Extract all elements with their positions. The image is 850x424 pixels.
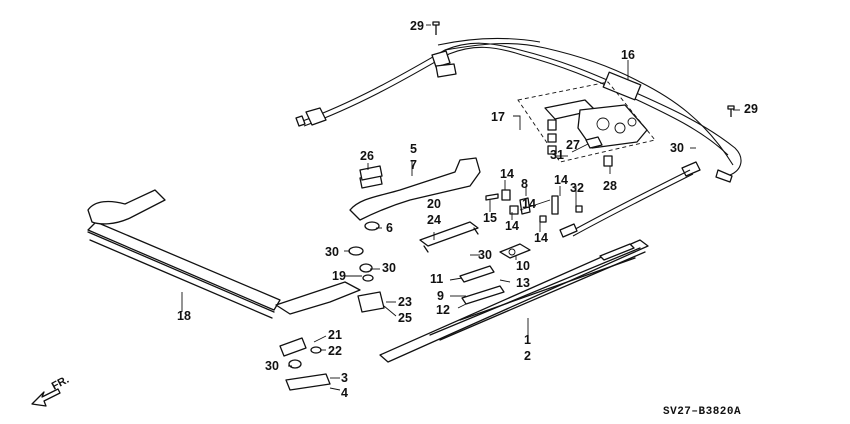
label-30d: 30 (382, 261, 396, 275)
slide-guide (419, 221, 479, 253)
label-14d: 14 (522, 197, 536, 211)
label-4: 4 (341, 386, 348, 400)
label-11: 11 (430, 272, 443, 286)
label-17: 17 (491, 110, 505, 124)
screws (432, 21, 735, 117)
label-30c: 30 (325, 245, 339, 259)
front-arrow-icon (31, 388, 61, 407)
label-31: 31 (550, 148, 564, 162)
bracket-26 (359, 165, 383, 181)
label-9: 9 (437, 289, 444, 303)
label-14e: 14 (534, 231, 548, 245)
diagram-code: SV27–B3820A (663, 406, 741, 418)
label-26: 26 (360, 149, 374, 163)
brackets-center (459, 243, 531, 305)
label-21: 21 (328, 328, 342, 342)
label-12: 12 (436, 303, 450, 317)
label-2: 2 (524, 349, 531, 363)
label-6: 6 (386, 221, 393, 235)
label-8: 8 (521, 177, 528, 191)
hardware-cluster (485, 189, 583, 223)
label-29a: 29 (410, 19, 424, 33)
label-32: 32 (570, 181, 584, 195)
label-14c: 14 (505, 219, 519, 233)
guide-rail (379, 239, 649, 363)
label-3: 3 (341, 371, 348, 385)
left-side-parts (279, 246, 385, 391)
label-5: 5 (410, 142, 417, 156)
cable-assembly (295, 37, 742, 238)
label-13: 13 (516, 276, 530, 290)
label-14a: 14 (500, 167, 514, 181)
label-1: 1 (524, 333, 531, 347)
front-indicator-label: FR. (50, 374, 71, 393)
label-30b: 30 (478, 248, 492, 262)
label-27: 27 (566, 138, 580, 152)
label-25: 25 (398, 311, 412, 325)
label-30a: 30 (670, 141, 684, 155)
label-24: 24 (427, 213, 441, 227)
label-20: 20 (427, 197, 441, 211)
label-28: 28 (603, 179, 617, 193)
label-18: 18 (177, 309, 191, 323)
label-10: 10 (516, 259, 530, 273)
label-29b: 29 (744, 102, 758, 116)
label-7: 7 (410, 158, 417, 172)
label-30e: 30 (265, 359, 279, 373)
label-19: 19 (332, 269, 346, 283)
label-16: 16 (621, 48, 635, 62)
rear-frame (87, 189, 361, 319)
leader-lines (181, 24, 740, 391)
part-labels: 29 16 17 29 30 27 31 28 32 26 5 7 6 14 8… (177, 19, 758, 400)
label-15: 15 (483, 211, 497, 225)
label-23: 23 (398, 295, 412, 309)
label-14b: 14 (554, 173, 568, 187)
label-22: 22 (328, 344, 342, 358)
motor-assembly (517, 81, 656, 167)
